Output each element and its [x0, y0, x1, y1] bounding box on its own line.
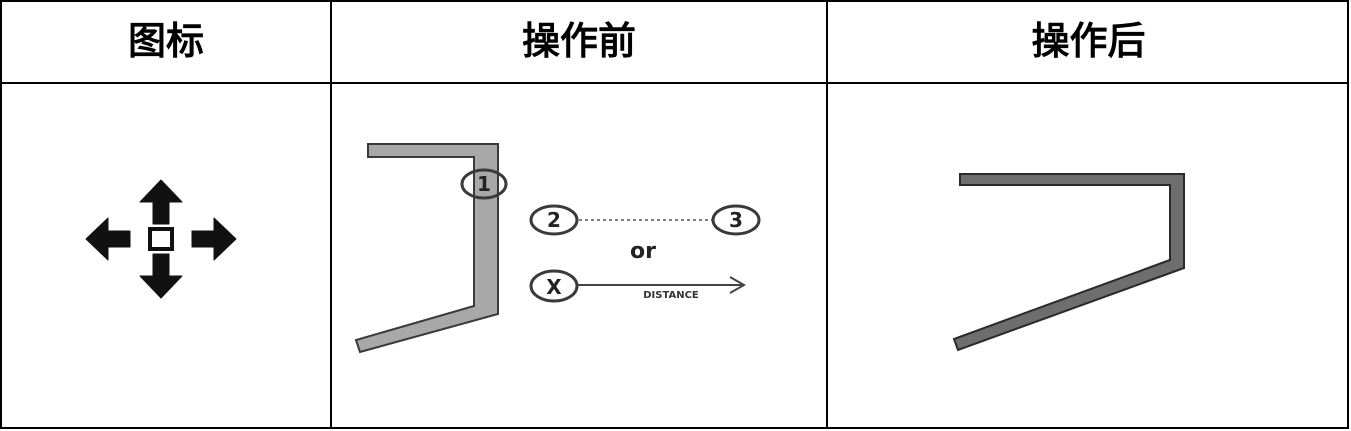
header-cell-icon: 图标	[2, 2, 332, 82]
before-cell: 1 2 3 or X DISTANCE	[332, 84, 828, 429]
header-after-label: 操作后	[1031, 19, 1146, 63]
header-cell-after: 操作后	[828, 2, 1349, 82]
or-text: or	[630, 239, 656, 264]
icon-cell	[2, 84, 332, 429]
after-diagram	[952, 173, 1185, 352]
point-2-label: 2	[547, 208, 561, 232]
point-3-circle	[711, 204, 761, 236]
header-icon-label: 图标	[127, 19, 204, 63]
point-x-circle	[529, 269, 579, 303]
point-x-label: X	[546, 275, 562, 299]
point-1-label: 1	[477, 172, 491, 196]
header-row: 图标 操作前 操作后	[2, 2, 1347, 84]
move-arrows-icon	[85, 179, 237, 299]
distance-arrowhead	[729, 276, 747, 294]
header-before-label: 操作前	[521, 19, 636, 63]
header-cell-before: 操作前	[332, 2, 828, 82]
wall-before-shape	[354, 143, 499, 354]
after-cell	[828, 84, 1349, 429]
point-1-circle	[460, 168, 508, 200]
wall-after-shape	[952, 173, 1185, 352]
body-row: 1 2 3 or X DISTANCE	[2, 84, 1347, 429]
point-2-circle	[529, 204, 579, 236]
before-diagram: 1 2 3 or X DISTANCE	[354, 143, 761, 354]
distance-label: DISTANCE	[643, 290, 699, 301]
point-3-label: 3	[729, 208, 743, 232]
